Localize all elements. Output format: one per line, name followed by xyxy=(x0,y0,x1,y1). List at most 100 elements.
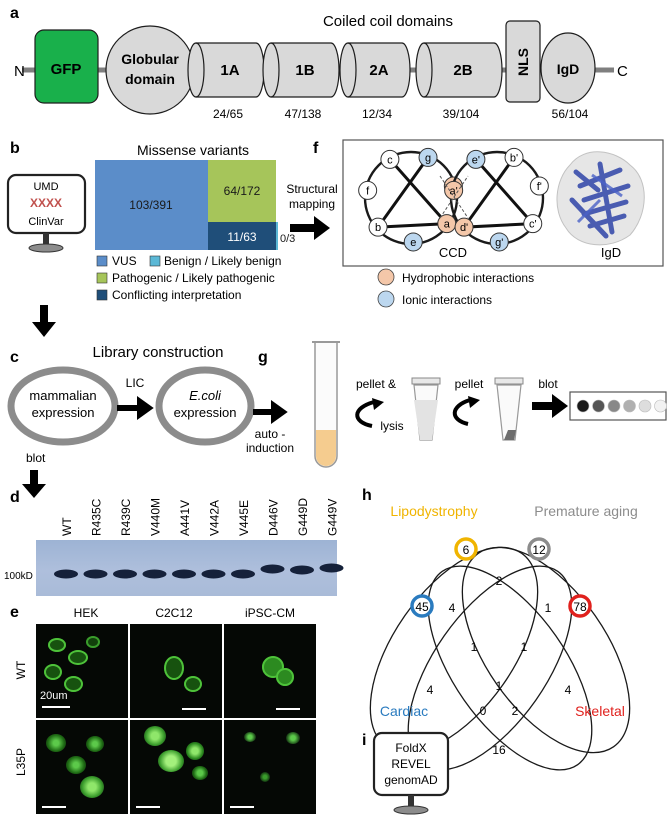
vus-block xyxy=(95,160,208,250)
helical-wheels: cgdaebfe'b'f'c'g'd'a' xyxy=(358,147,549,252)
n-terminus: N xyxy=(14,63,25,80)
conflicting-value: 11/63 xyxy=(227,230,256,244)
tool-revel: REVEL xyxy=(391,757,431,771)
coil-label: 1A xyxy=(220,62,239,79)
vus-value: 103/391 xyxy=(129,198,173,212)
panel-label-h: h xyxy=(362,487,372,504)
mammalian-plasmid xyxy=(7,366,119,446)
residue-g xyxy=(418,147,438,167)
col-ipsc: iPSC-CM xyxy=(245,606,295,620)
marker-label: 100kD xyxy=(4,571,33,582)
pellet-label: pellet xyxy=(455,377,484,391)
residue-ap xyxy=(444,180,464,200)
lane-label: R439C xyxy=(119,498,133,536)
residue-ep xyxy=(466,149,486,169)
lane-label: A441V xyxy=(178,500,192,536)
lipodystrophy-total: 6 xyxy=(463,543,470,557)
lane-label: G449V xyxy=(326,499,340,536)
micro-c2c12-wt xyxy=(130,624,222,718)
missense-title: Missense variants xyxy=(137,142,249,158)
coil-domain-1a: 1A 24/65 xyxy=(187,42,265,121)
set-lipodystrophy: Lipodystrophy xyxy=(390,503,477,519)
globular-domain xyxy=(105,25,195,115)
residue-label: f xyxy=(366,185,370,197)
blot-dot-5 xyxy=(638,399,652,413)
panel-label-a: a xyxy=(10,5,19,22)
igd-structure-label: IgD xyxy=(601,245,621,260)
dot-blot xyxy=(576,399,667,413)
residue-dp xyxy=(454,217,474,237)
legend-vus: VUS xyxy=(112,254,137,268)
lane-label: V445E xyxy=(237,500,251,536)
micro-ipsc-wt xyxy=(224,624,316,718)
ecoli-label-1: E.coli xyxy=(189,388,222,403)
c-terminus: C xyxy=(617,63,628,80)
row-l35p: L35P xyxy=(14,748,28,776)
benign-value: 0/3 xyxy=(280,233,295,245)
ccd-label: CCD xyxy=(439,245,467,260)
ecoli-plasmid xyxy=(155,366,255,446)
dna-icon: XXXX xyxy=(30,196,62,210)
cardiac-total: 45 xyxy=(415,600,429,614)
tool-foldx: FoldX xyxy=(395,741,426,755)
globular-label-1: Globular xyxy=(121,51,179,67)
panel-label-e: e xyxy=(10,604,19,621)
blot-arrow xyxy=(532,394,568,418)
scale-bar xyxy=(42,706,70,708)
lane-label: D446V xyxy=(267,499,281,536)
legend-conflicting: Conflicting interpretation xyxy=(112,288,241,302)
structural-label-2: mapping xyxy=(289,197,335,211)
residue-label: c xyxy=(387,154,393,166)
induction-arrow xyxy=(253,400,288,424)
residue-f xyxy=(358,180,378,200)
coil-ratio: 24/65 xyxy=(213,107,243,121)
db-clinvar: ClinVar xyxy=(28,216,64,228)
legend-swatch-pathogenic xyxy=(96,272,108,284)
tube-2 xyxy=(494,377,524,441)
monitor-stand xyxy=(43,233,49,245)
residue-label: b' xyxy=(510,152,518,164)
coil-ratio: 12/34 xyxy=(362,107,392,121)
tube-1 xyxy=(411,377,441,441)
coiled-coil-title: Coiled coil domains xyxy=(323,13,453,30)
tools-monitor-base xyxy=(393,805,429,815)
micro-hek-wt: 20um xyxy=(36,624,128,718)
legend-swatch-vus xyxy=(96,255,108,267)
residue-label: b xyxy=(375,222,381,234)
micro-c2c12-l35p xyxy=(130,720,222,814)
coil-label: 2A xyxy=(369,62,388,79)
legend-benign: Benign / Likely benign xyxy=(164,254,281,268)
mammalian-label-2: expression xyxy=(32,405,95,420)
panel-label-i: i xyxy=(362,732,366,749)
micro-ipsc-l35p xyxy=(224,720,316,814)
ionic-legend: Ionic interactions xyxy=(402,293,492,307)
set-premature-aging: Premature aging xyxy=(534,503,638,519)
hydrophobic-legend-dot xyxy=(377,268,395,286)
residue-label: d' xyxy=(460,222,468,234)
gfp-box xyxy=(34,29,99,104)
nls-box xyxy=(505,20,541,103)
residue-label: e' xyxy=(472,154,480,166)
tool-gnomad: genomAD xyxy=(384,773,438,787)
hydrophobic-legend: Hydrophobic interactions xyxy=(402,271,534,285)
residue-label: a' xyxy=(450,185,458,197)
lic-label: LIC xyxy=(126,376,145,390)
structural-label-1: Structural xyxy=(286,182,337,196)
cardiac-total-ring xyxy=(410,594,434,618)
coil-label: 1B xyxy=(295,62,314,79)
residue-label: c' xyxy=(529,219,537,231)
pellet-lysis-label-1: pellet & xyxy=(356,377,396,391)
mammalian-label-1: mammalian xyxy=(29,388,96,403)
premature-aging-total-ring xyxy=(527,537,551,561)
centrifuge-arrowhead-2 xyxy=(468,396,480,408)
tools-monitor-stand xyxy=(408,795,414,807)
lane-label: R435C xyxy=(90,498,104,536)
globular-label-2: domain xyxy=(125,71,175,87)
legend-pathogenic: Pathogenic / Likely pathogenic xyxy=(112,271,275,285)
blot-label-c: blot xyxy=(26,451,46,465)
blot-dot-3 xyxy=(607,399,621,413)
pathogenic-block xyxy=(208,160,276,222)
